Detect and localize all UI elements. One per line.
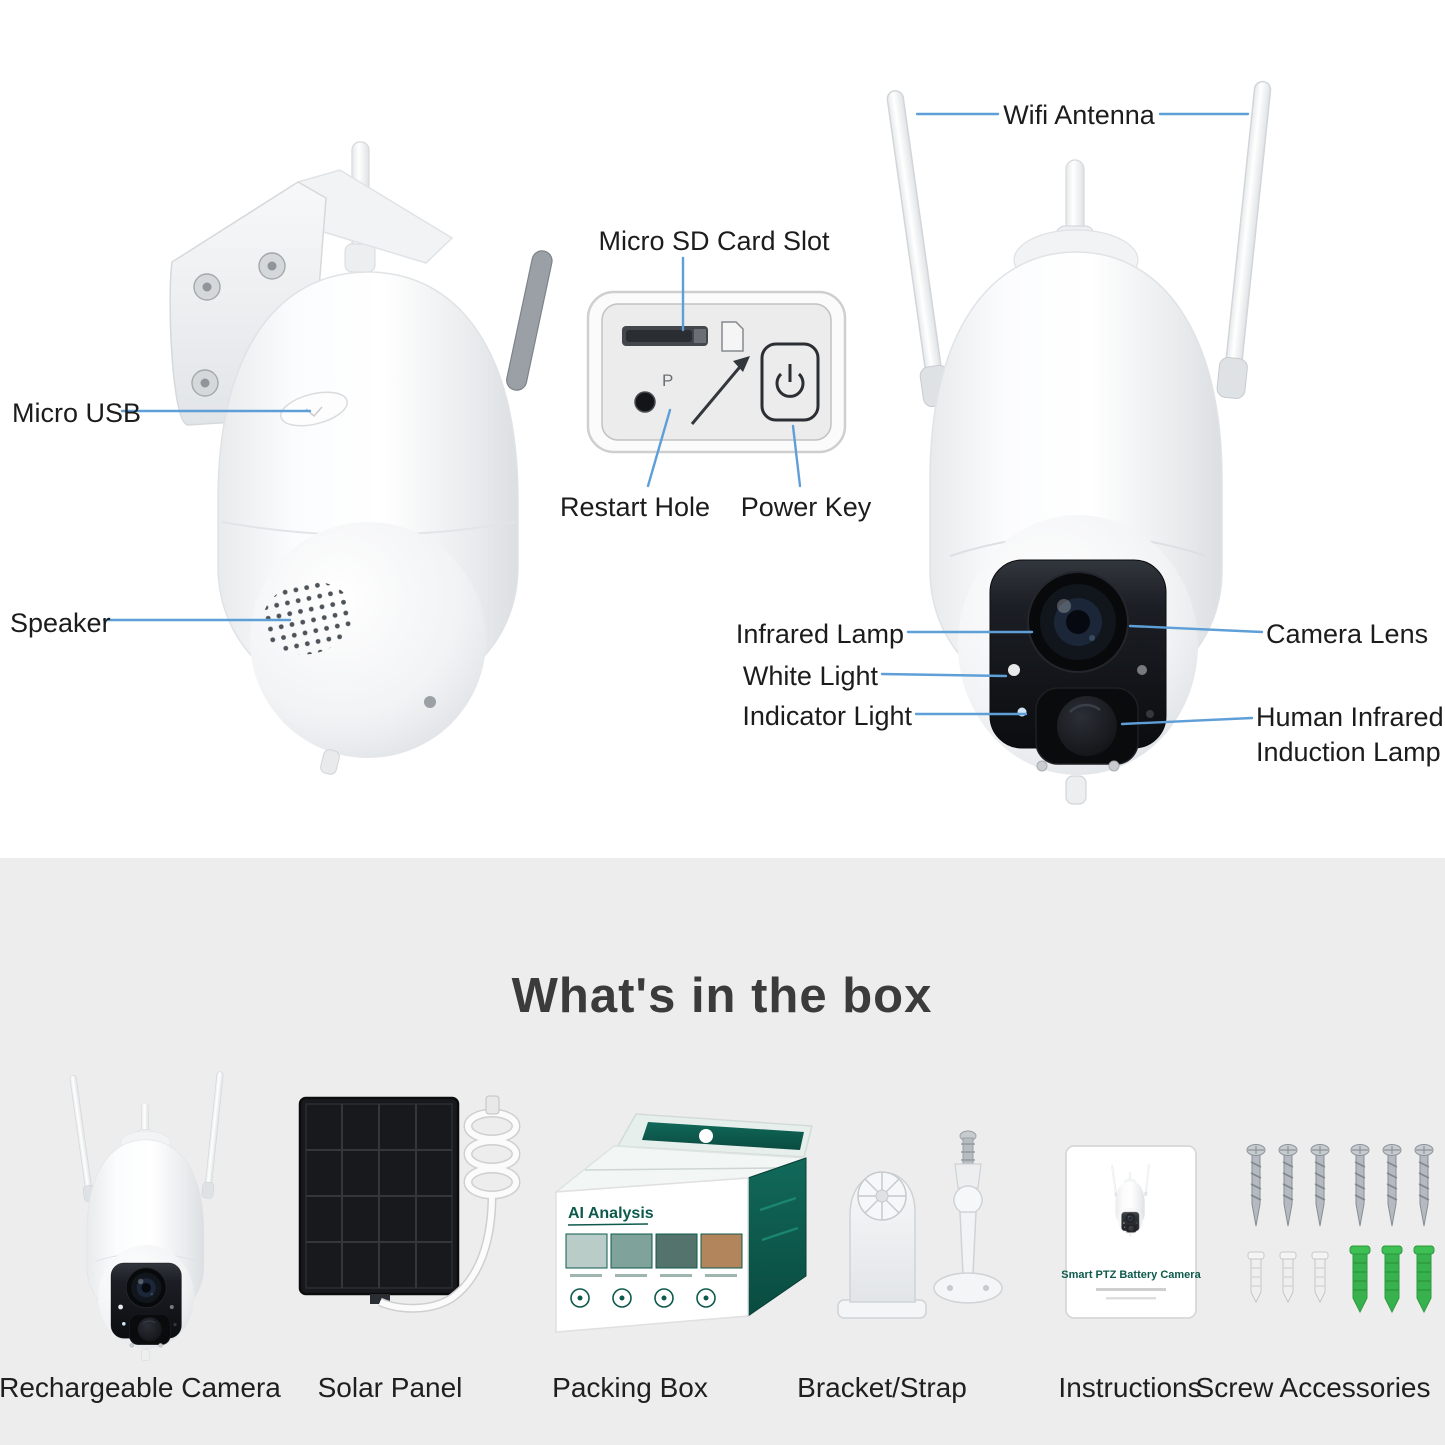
camera-front-view <box>885 79 1273 806</box>
camera-side-view <box>169 141 553 775</box>
whats-in-box-title: What's in the box <box>511 969 933 1023</box>
item-label-rechargeable-camera: Rechargeable Camera <box>0 1372 281 1403</box>
item-instructions: Smart PTZ Battery Camera <box>1061 1145 1202 1319</box>
item-label-packing-box: Packing Box <box>552 1372 708 1403</box>
sd-card-icon <box>721 321 744 352</box>
item-screw-accessories <box>1246 1143 1435 1313</box>
item-bracket-strap <box>837 1130 1003 1319</box>
packing-box-brand: AI Analysis <box>568 1205 654 1222</box>
item-packing-box: AI Analysis <box>553 1113 813 1333</box>
item-label-solar-panel: Solar Panel <box>317 1372 463 1403</box>
label-indicator-light: Indicator Light <box>742 701 912 731</box>
item-label-screw-accessories: Screw Accessories <box>1195 1372 1431 1403</box>
label-human-infrared: Human Infrared Induction Lamp <box>1256 700 1444 770</box>
label-infrared-lamp: Infrared Lamp <box>735 619 904 649</box>
item-label-bracket-strap: Bracket/Strap <box>797 1372 967 1403</box>
label-speaker: Speaker <box>10 608 111 638</box>
panel-arrow <box>690 361 746 425</box>
label-camera-lens: Camera Lens <box>1266 619 1429 649</box>
label-micro-sd-slot: Micro SD Card Slot <box>598 226 830 256</box>
label-human-infrared-line2: Induction Lamp <box>1256 737 1441 768</box>
label-white-light: White Light <box>742 661 878 691</box>
power-key-button <box>760 342 820 422</box>
speaker-grid <box>262 581 354 655</box>
sd-card-slot <box>622 326 708 346</box>
rear-antenna <box>506 250 553 391</box>
label-wifi-antenna: Wifi Antenna <box>1003 100 1155 130</box>
item-camera <box>69 1070 225 1362</box>
p-mark: P <box>662 371 673 390</box>
label-micro-usb: Micro USB <box>12 398 142 428</box>
item-solar-panel <box>298 1095 521 1313</box>
ports-panel: P <box>586 290 847 454</box>
label-power-key: Power Key <box>740 492 872 522</box>
restart-hole-drawing: P <box>634 371 673 413</box>
instructions-title: Smart PTZ Battery Camera <box>1061 1269 1201 1281</box>
label-human-infrared-line1: Human Infrared <box>1256 702 1444 732</box>
callout-lines <box>102 112 1264 726</box>
micro-usb-cover <box>280 391 348 427</box>
item-label-instructions: Instructions <box>1058 1372 1202 1403</box>
label-restart-hole: Restart Hole <box>559 492 711 522</box>
